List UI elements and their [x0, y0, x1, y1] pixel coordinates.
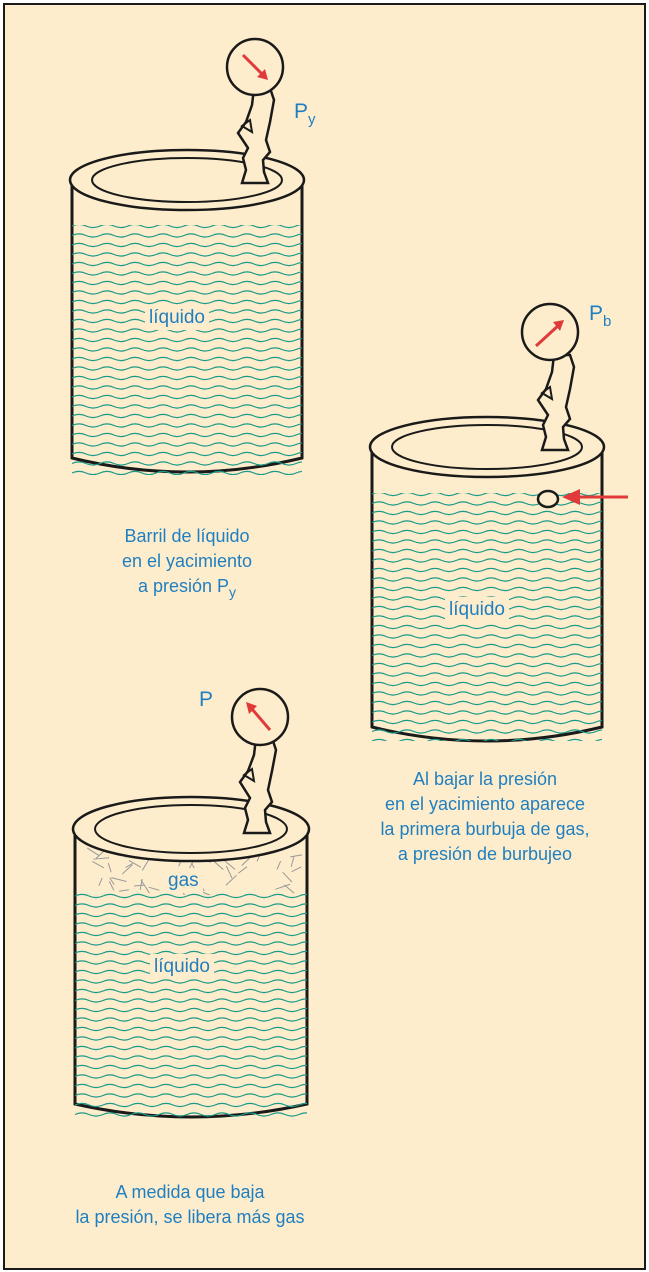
arrow-icon — [562, 489, 628, 505]
gauge-label-1: Py — [294, 100, 316, 128]
barrel-2 — [368, 415, 628, 743]
pressure-gauge-icon — [230, 687, 290, 747]
contents-label-liquid-3: líquido — [150, 954, 214, 979]
liquid-waves-1 — [72, 225, 302, 475]
pressure-gauge-icon — [520, 302, 580, 362]
liquid-waves-2 — [372, 493, 602, 741]
gauge-label-2: Pb — [589, 302, 612, 330]
liquid-waves-3 — [75, 893, 307, 1117]
gauge-needle-icon — [257, 69, 268, 80]
caption-3: A medida que baja la presión, se libera … — [75, 1182, 305, 1227]
barrel-1 — [68, 148, 306, 475]
bubble-icon — [536, 489, 560, 509]
pressure-gauge-icon — [225, 37, 285, 97]
caption-2: Al bajar la presión en el yacimiento apa… — [380, 769, 590, 864]
barrel-3 — [71, 795, 311, 1119]
gauge-label-3: P — [199, 688, 214, 711]
valve-icon — [536, 353, 576, 452]
caption-1: Barril de líquido en el yacimiento a pre… — [121, 526, 253, 600]
gauge-needle-icon — [553, 320, 564, 331]
contents-label-liquid-1: líquido — [145, 305, 209, 330]
contents-label-liquid-2: líquido — [445, 597, 509, 622]
gauge-needle-icon — [246, 702, 257, 714]
contents-label-gas: gas — [164, 868, 203, 893]
